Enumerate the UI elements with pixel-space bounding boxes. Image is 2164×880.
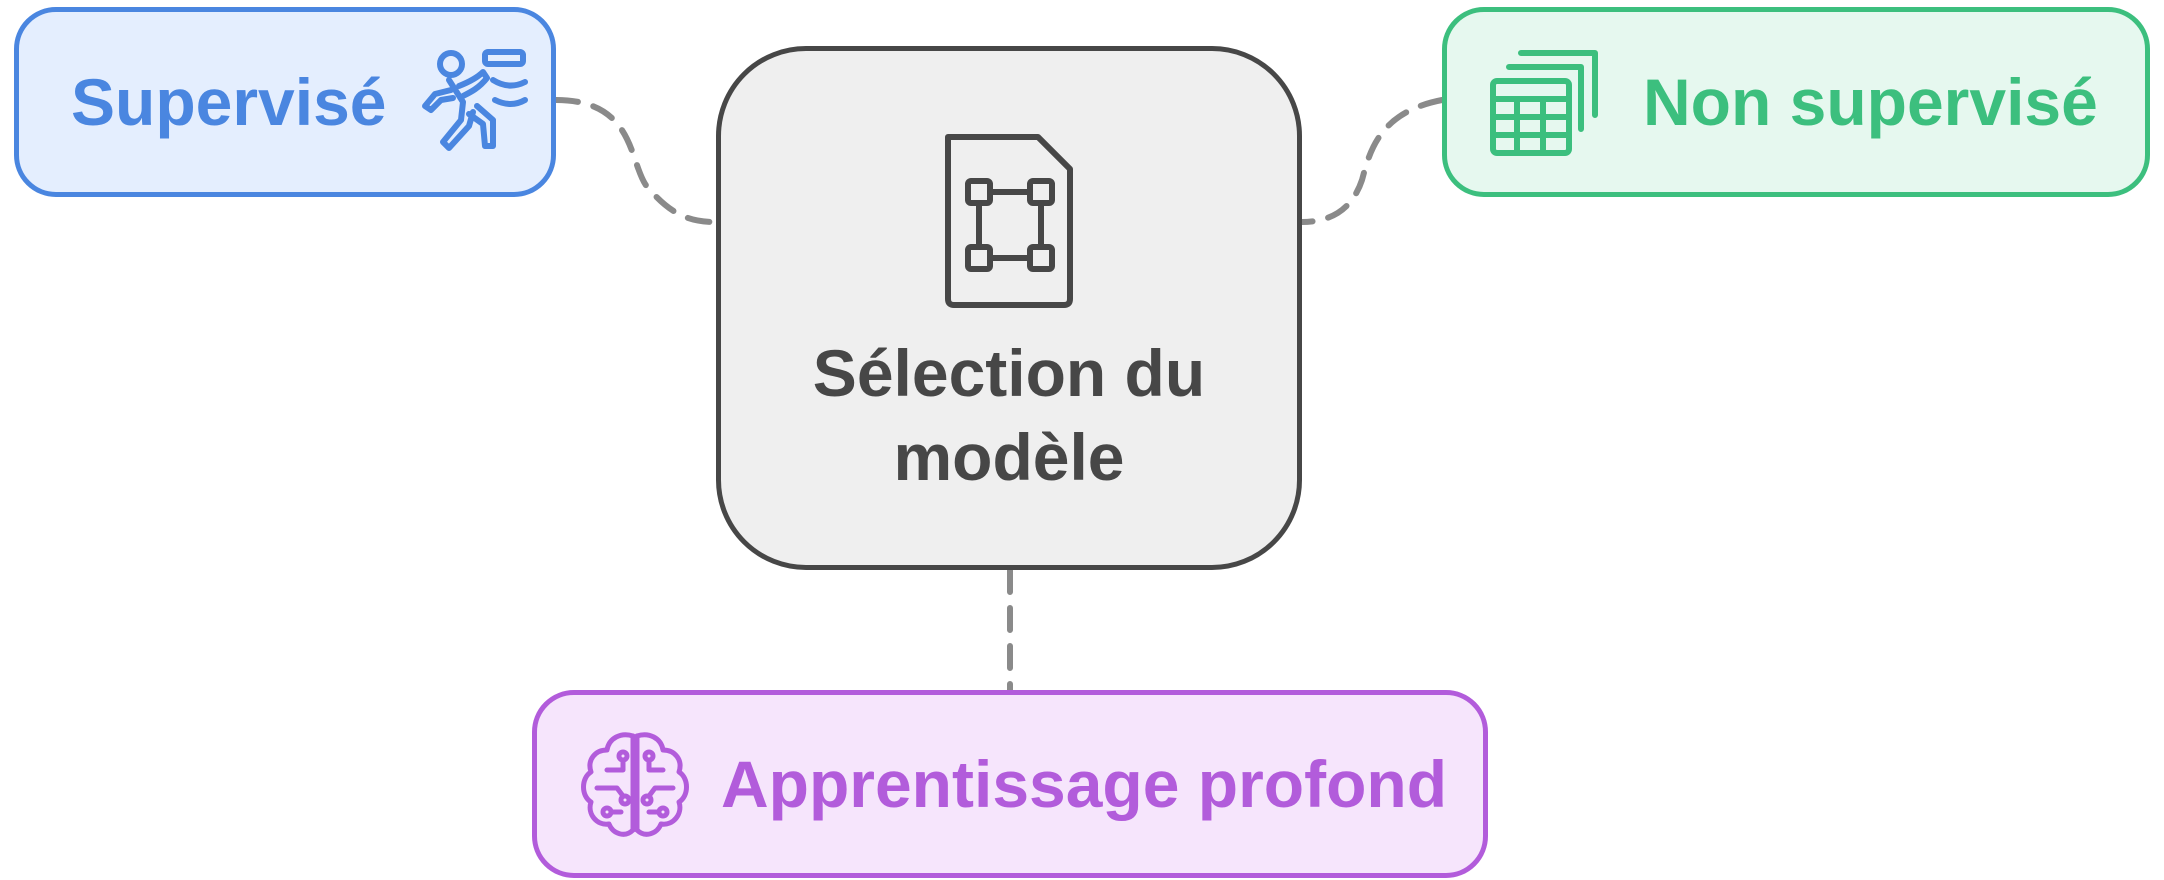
central-node-title-line1: Sélection du xyxy=(812,336,1206,410)
branch-supervised[interactable]: Supervisé xyxy=(14,7,556,197)
branch-deep[interactable]: Apprentissage profond xyxy=(532,690,1488,878)
branch-unsupervised[interactable]: Non supervisé xyxy=(1442,7,2150,197)
branch-unsupervised-label: Non supervisé xyxy=(1643,65,2098,139)
document-frame-icon xyxy=(934,131,1084,311)
central-node-title-line2: modèle xyxy=(893,420,1125,494)
brain-circuit-icon xyxy=(577,726,693,842)
branch-supervised-label: Supervisé xyxy=(71,65,387,139)
connector-unsupervised xyxy=(1299,97,1445,225)
table-stack-icon xyxy=(1485,43,1603,161)
runner-icon xyxy=(413,42,533,162)
central-node-title: Sélection du modèle xyxy=(813,331,1205,499)
connector-supervised xyxy=(553,97,719,225)
central-node[interactable]: Sélection du modèle xyxy=(716,46,1302,570)
branch-deep-label: Apprentissage profond xyxy=(721,747,1448,821)
